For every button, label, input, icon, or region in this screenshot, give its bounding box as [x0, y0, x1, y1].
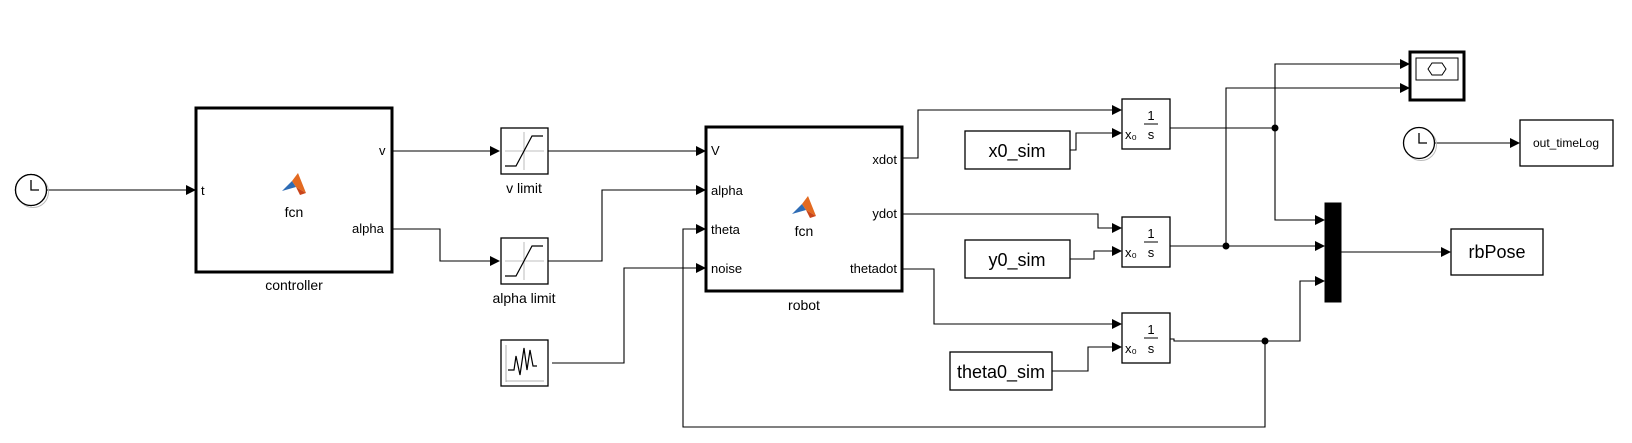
clock-hands-icon: [1418, 133, 1427, 144]
scope-screen-icon: [1415, 57, 1459, 81]
integrator-denominator: s: [1148, 341, 1155, 356]
y0-sim-text: y0_sim: [988, 250, 1045, 271]
wire-theta-feedback[interactable]: [682, 228, 1266, 428]
wires: [47, 59, 1520, 428]
wire-y0-to-int2[interactable]: [1070, 250, 1112, 260]
clock-hands-icon: [30, 180, 39, 191]
wire-ydot-to-int2[interactable]: [902, 213, 1112, 229]
saturation-icon: [505, 242, 544, 280]
wire-x0-to-int1[interactable]: [1070, 132, 1112, 151]
robot-port-theta: theta: [711, 222, 741, 237]
wire-noise-to-robot[interactable]: [552, 267, 696, 364]
robot-port-noise: noise: [711, 261, 742, 276]
integrator-ic-port: x₀: [1125, 127, 1137, 142]
rbpose-block[interactable]: rbPose: [1450, 228, 1544, 276]
robot-port-xdot: xdot: [872, 152, 897, 167]
robot-label: robot: [788, 297, 820, 313]
controller-port-alpha: alpha: [352, 221, 385, 236]
integrator-ic-port: x₀: [1125, 245, 1137, 260]
integrator-denominator: s: [1148, 245, 1155, 260]
mux-block[interactable]: [1324, 202, 1342, 303]
matlab-logo-icon: [282, 173, 306, 195]
wire-alpha-to-alphalimit[interactable]: [392, 228, 490, 262]
integrator-theta-block[interactable]: 1 s x₀: [1121, 312, 1171, 364]
theta0-sim-text: theta0_sim: [957, 362, 1045, 383]
integrator-y-block[interactable]: 1 s x₀: [1121, 216, 1171, 268]
integrator-x-block[interactable]: 1 s x₀: [1121, 98, 1171, 150]
robot-port-ydot: ydot: [872, 206, 897, 221]
robot-port-V: V: [711, 143, 720, 158]
wire-alphalimit-to-robot[interactable]: [548, 189, 696, 262]
theta0-sim-block[interactable]: theta0_sim: [949, 351, 1053, 391]
signal-builder-icon: [505, 345, 544, 382]
integrator-numerator: 1: [1147, 322, 1154, 337]
controller-port-v: v: [379, 143, 386, 158]
scope-block[interactable]: [1408, 50, 1466, 102]
controller-block[interactable]: t v alpha fcn: [194, 106, 394, 274]
v-limit-block[interactable]: [500, 127, 549, 175]
integrator-numerator: 1: [1147, 108, 1154, 123]
out-timelog-text: out_timeLog: [1533, 136, 1599, 150]
robot-fcn-label: fcn: [795, 223, 814, 239]
alpha-limit-label: alpha limit: [492, 290, 555, 306]
controller-fcn-label: fcn: [285, 204, 304, 220]
integrator-ic-port: x₀: [1125, 341, 1137, 356]
robot-block[interactable]: V alpha theta noise xdot ydot thetadot f…: [704, 125, 904, 293]
x0-sim-text: x0_sim: [988, 141, 1045, 162]
controller-label: controller: [265, 277, 323, 293]
y0-sim-block[interactable]: y0_sim: [964, 239, 1071, 279]
controller-port-t: t: [201, 183, 205, 198]
clock-block-2[interactable]: [1402, 126, 1437, 161]
v-limit-label: v limit: [506, 180, 542, 196]
rbpose-text: rbPose: [1468, 242, 1525, 262]
x0-sim-block[interactable]: x0_sim: [964, 130, 1071, 170]
integrator-denominator: s: [1148, 127, 1155, 142]
out-timelog-block[interactable]: out_timeLog: [1519, 119, 1614, 167]
robot-port-thetadot: thetadot: [850, 261, 897, 276]
noise-source-block[interactable]: [500, 339, 549, 387]
clock-block[interactable]: [14, 173, 49, 208]
wire-theta0-to-int3[interactable]: [1052, 346, 1112, 372]
matlab-logo-icon: [792, 196, 816, 218]
wire-thetadot-to-int3[interactable]: [902, 268, 1112, 325]
wire-int1-out[interactable]: [1170, 127, 1315, 221]
saturation-icon: [505, 132, 544, 170]
integrator-numerator: 1: [1147, 226, 1154, 241]
wire-xdot-to-int1[interactable]: [902, 109, 1112, 159]
alpha-limit-block[interactable]: [500, 237, 549, 285]
robot-port-alpha: alpha: [711, 183, 744, 198]
wire-int3-out[interactable]: [1170, 280, 1315, 342]
